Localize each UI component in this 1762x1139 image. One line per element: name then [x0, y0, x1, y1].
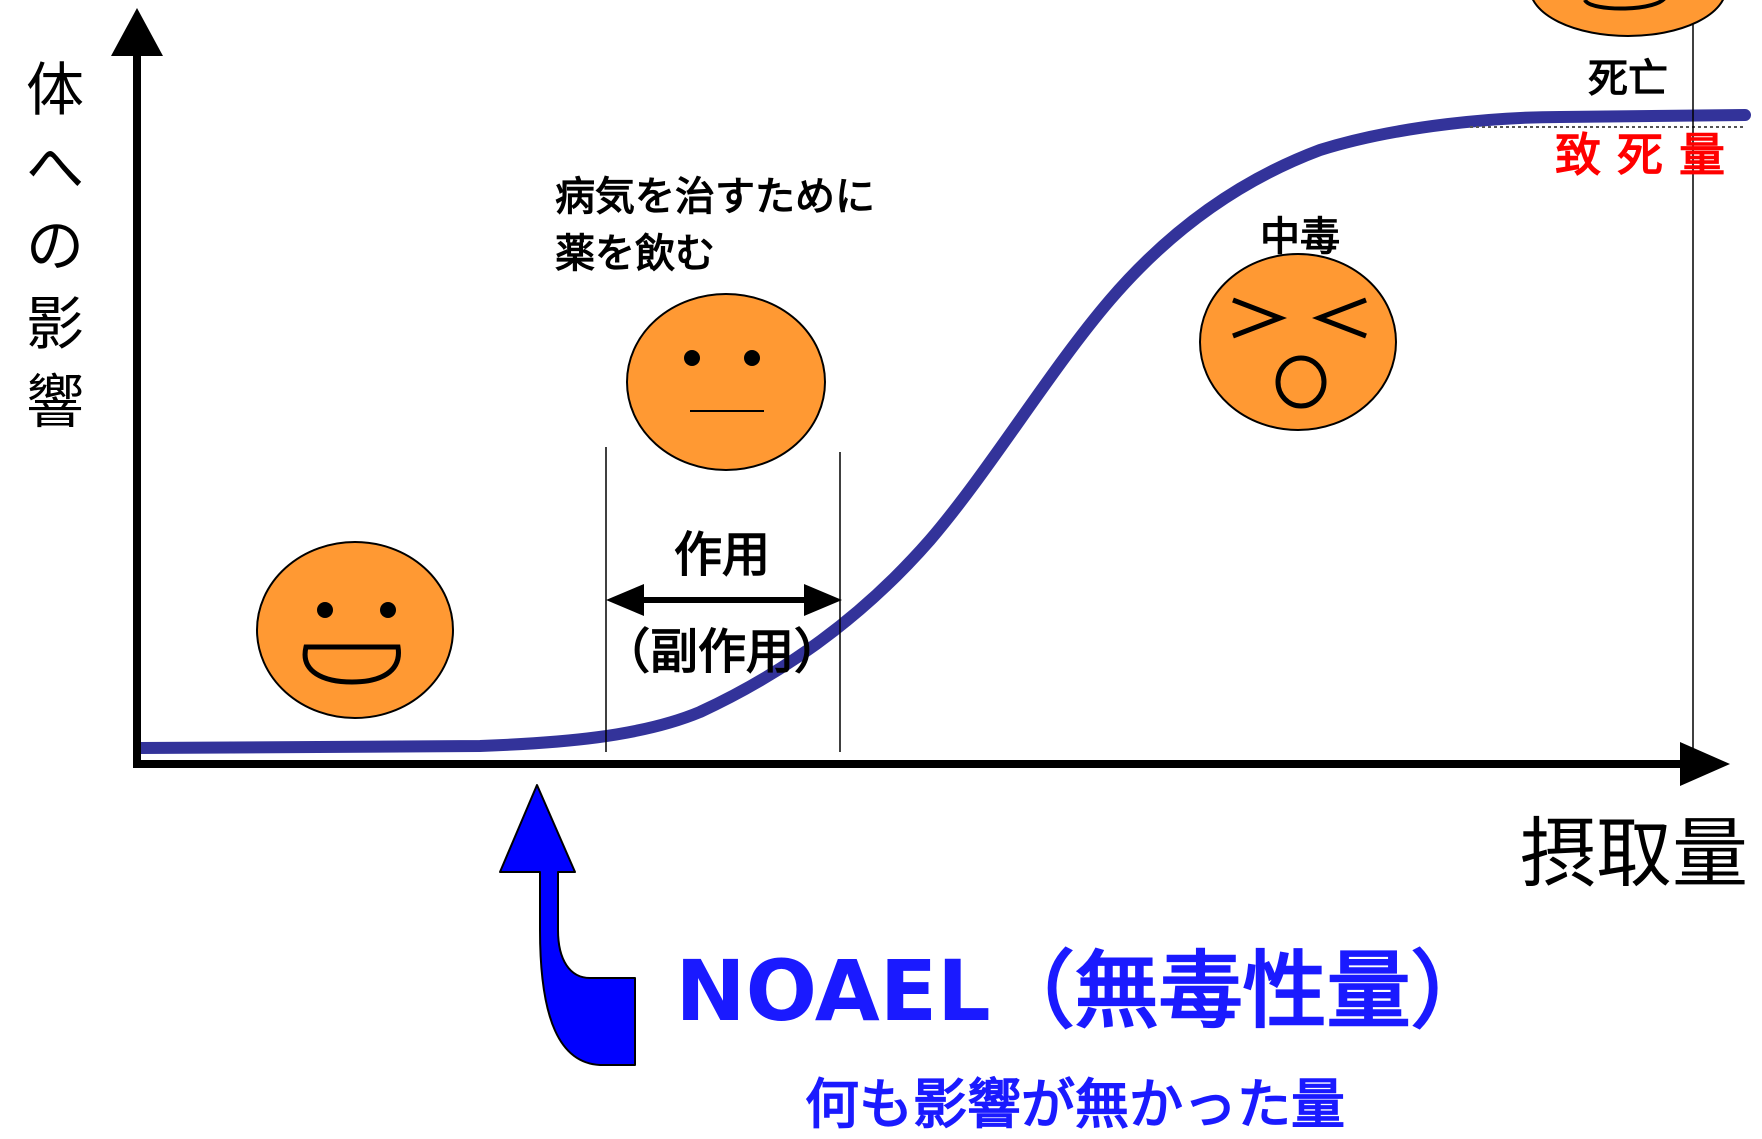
medicine-caption-line2: 薬を飲む	[555, 231, 715, 277]
axes	[111, 8, 1730, 786]
lethal-dose-label: 致 死 量	[1555, 128, 1725, 182]
grinning-face-icon	[256, 541, 454, 719]
x-axis-arrowhead	[1680, 742, 1730, 786]
effect-label: 作用	[674, 527, 770, 583]
face-icon	[1532, 0, 1724, 37]
medicine-caption-line1: 病気を治すために	[555, 174, 875, 220]
distressed-face-icon	[1199, 253, 1397, 431]
noael-title: NOAEL（無毒性量）	[675, 942, 1494, 1040]
side-effect-label: （副作用）	[602, 624, 842, 680]
bent-up-arrow-icon	[499, 784, 636, 1066]
dose-response-curve	[134, 109, 1751, 754]
poisoning-label: 中毒	[1260, 214, 1340, 260]
noael-description: 何も影響が無かった量	[805, 1073, 1345, 1135]
x-axis-label: 摂取量	[1520, 809, 1748, 898]
y-axis-label: 体への影響	[26, 56, 84, 436]
neutral-face-icon	[626, 293, 826, 471]
effect-range-arrow	[606, 584, 842, 616]
y-axis-arrowhead	[111, 8, 163, 56]
death-label: 死亡	[1588, 56, 1668, 102]
